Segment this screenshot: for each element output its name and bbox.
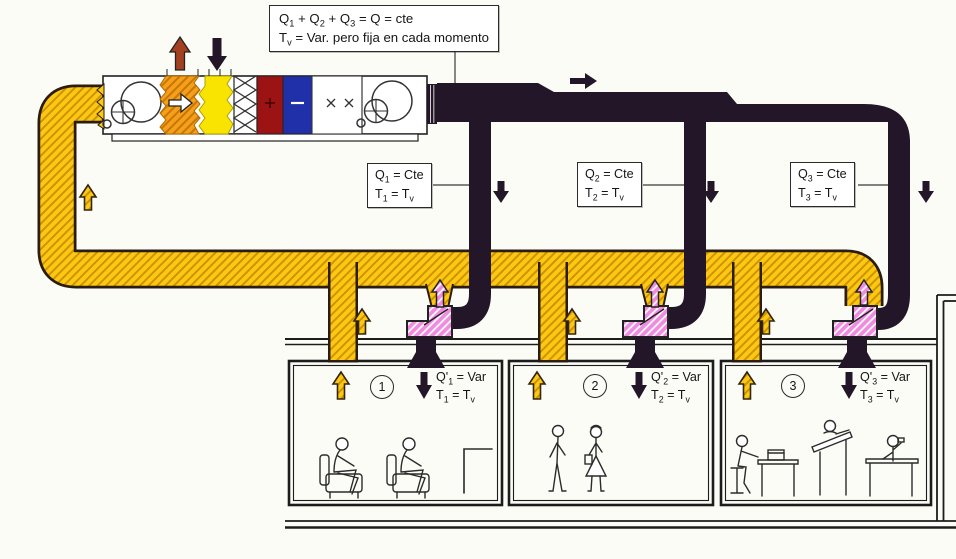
supply-diffusers [407,337,876,368]
room-1-partition [463,448,493,494]
supply-branch-1 [453,100,491,329]
supply-diffuser-2 [626,337,664,368]
room-occupants [319,419,919,499]
plenum-ceiling-line [285,338,937,346]
room-2-return-arrow-icon [527,370,547,400]
plenum-return-arrow-1-icon [352,307,372,335]
flow-arrows [78,73,934,400]
room-2-number-badge: 2 [583,374,607,398]
system-equation-line2: Tv = Var. pero fija en cada momento [279,30,490,48]
vav-3-inlet-arrow-icon [854,278,874,306]
standing-man-icon [548,424,567,492]
room-3-label: Q'3 = Var T3 = Tv [860,368,910,405]
seated-person-icon [386,437,430,499]
zone-3-supply-arrow-icon [918,181,934,203]
mixing-arrow-icon [168,92,194,114]
room-1-number: 1 [378,380,386,394]
zone-1-flow: Q1 = Cte [375,168,424,185]
vav-box-2 [622,305,669,338]
zone-2-supply-arrow-icon [703,181,719,203]
room-1-return-arrow-icon [331,370,351,400]
mixing-section [159,75,201,135]
supply-diffuser-1 [407,337,445,368]
pointer-lines [433,47,888,186]
outdoor-air-arrow-icon [207,38,227,71]
room-2-number: 2 [591,379,599,393]
room-3-walls [719,359,933,507]
return-inlet-joint [96,82,105,130]
people-room-1 [319,437,493,499]
room-3-flow: Q'3 = Var [860,370,911,387]
plenum-return-arrow-2-icon [562,307,582,335]
room-3-supply-arrow-icon [841,372,857,399]
return-duct-main [40,87,881,306]
zone-3-temp: T3 = Tv [798,185,837,203]
return-duct [37,84,884,363]
zone-2-flow: Q2 = Cte [585,167,634,184]
room-1-temp: T1 = Tv [436,388,475,405]
return-riser-arrow-icon [78,183,98,211]
zone-2-temp: T2 = Tv [585,185,624,203]
system-equation-box: Q1 + Q2 + Q3 = Q = cte Tv = Var. pero fi… [269,5,500,53]
zone-3-duct-label: Q3 = Cte T3 = Tv [790,162,855,207]
humidifier-section [311,75,363,135]
plenum-return-arrow-3-icon [756,307,776,335]
ahu-base [111,133,419,142]
corridor-floor-line [285,520,956,529]
filter-section [198,75,234,135]
standing-woman-icon [584,424,608,492]
person-on-phone-icon [865,434,919,497]
room-2-walls [507,359,715,507]
room-1-supply-arrow-icon [416,372,432,399]
heating-coil [256,75,284,135]
seated-person-icon [319,437,363,499]
building-structure [285,294,956,529]
vav-box-3 [832,305,878,338]
vav-box-1 [406,305,453,338]
people-room-2 [548,424,608,492]
room-2-label: Q'2 = Var T2 = Tv [651,368,701,405]
zone-1-duct-label: Q1 = Cte T1 = Tv [367,163,432,208]
vav-2-inlet-arrow-icon [645,278,665,308]
room-2-flow: Q'2 = Var [651,370,702,387]
zone-1-supply-arrow-icon [493,181,509,203]
draftsman-at-table-icon [811,419,853,496]
supply-fan-icon [356,76,413,134]
return-fan-icon [102,81,162,129]
zone-2-duct-label: Q2 = Cte T2 = Tv [577,162,642,207]
exhaust-air-arrow-icon [168,35,192,71]
room-3-return-arrow-icon [737,370,757,400]
supply-duct-main [437,83,910,152]
ahu-outlet-connector [427,84,437,124]
supply-flow-arrow-icon [570,73,597,89]
room-3-number: 3 [789,379,797,393]
vav-1-inlet-arrow-icon [430,278,450,308]
room-1-walls [287,359,504,507]
supply-duct [437,83,910,330]
room-2-supply-arrow-icon [631,372,647,399]
zone-3-flow: Q3 = Cte [798,167,847,184]
supply-diffuser-3 [838,337,876,368]
room-2-temp: T2 = Tv [651,388,690,405]
room-1-number-badge: 1 [370,375,394,399]
cooling-coil [282,75,313,135]
zone-1-temp: T1 = Tv [375,186,414,204]
typist-at-desk-icon [730,434,799,497]
supply-branch-3 [876,140,910,330]
supply-branch-2 [669,100,706,329]
vav-boxes [406,305,878,338]
room-3-temp: T3 = Tv [860,388,899,405]
room-1-flow: Q'1 = Var [436,370,487,387]
system-equation-line1: Q1 + Q2 + Q3 = Q = cte [279,11,414,29]
people-room-3 [730,419,919,497]
room-1-label: Q'1 = Var T1 = Tv [436,368,486,405]
room-3-number-badge: 3 [781,374,805,398]
damper-ticks [166,69,232,76]
air-handling-unit [96,35,437,142]
right-wall-line [936,294,956,521]
